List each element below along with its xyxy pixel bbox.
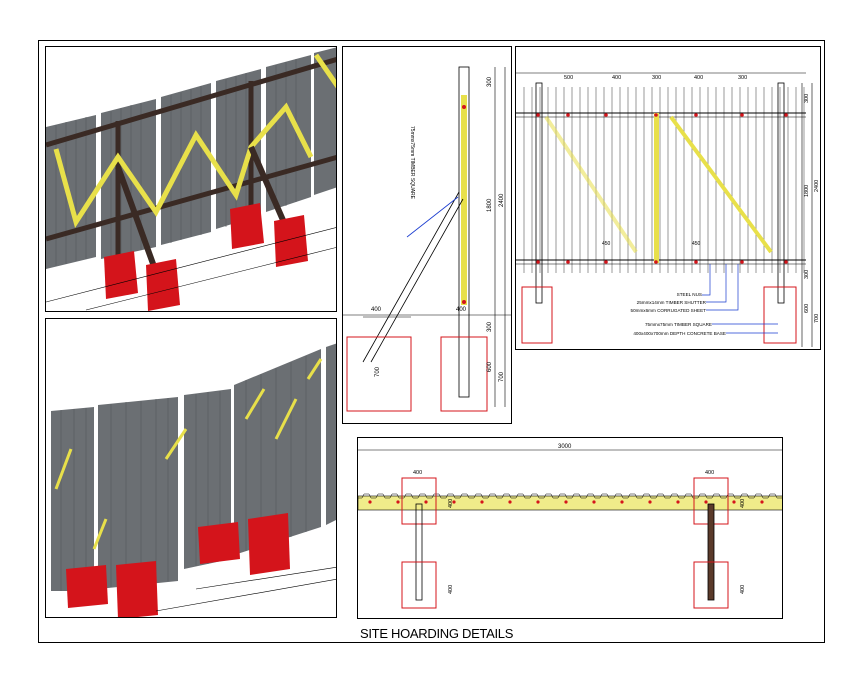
callout-2: 25mmx14mm TIMBER SHUTTER bbox=[637, 300, 707, 305]
dim-base-top: 600 bbox=[487, 361, 493, 372]
ground-dims bbox=[155, 567, 336, 612]
right-dim-3: 300 bbox=[804, 270, 810, 279]
top-dim-2: 400 bbox=[612, 75, 621, 81]
plan-view-drawing: 3000 400 400 400 400 400 400 bbox=[358, 444, 782, 609]
corrugated-sheets bbox=[51, 343, 336, 591]
top-dim-3: 300 bbox=[652, 75, 661, 81]
front-elevation-view: 500 400 300 400 300 300 1800 300 2400 60… bbox=[515, 46, 821, 350]
callout-3: 50mmx6mm CORRUGATED SHEET bbox=[631, 308, 707, 313]
right-dim-1: 300 bbox=[804, 94, 810, 103]
leader-line bbox=[406, 196, 459, 238]
right-dim-6: 700 bbox=[814, 314, 820, 323]
isometric-view-bottom bbox=[45, 318, 337, 618]
right-dim-4: 2400 bbox=[814, 180, 820, 192]
dim-b: 400 bbox=[705, 470, 714, 476]
callout-1: STEEL NUS bbox=[677, 292, 702, 297]
plan-view: 3000 400 400 400 400 400 400 bbox=[357, 437, 783, 619]
left-post bbox=[535, 82, 543, 304]
side-section-drawing: 75mmx75mm TIMBER SQUARE 300 1800 2400 30… bbox=[343, 66, 511, 412]
isometric-top-drawing bbox=[46, 47, 336, 311]
callout-4: 75mmx75mm TIMBER SQUARE bbox=[645, 322, 712, 327]
sheet-lines bbox=[523, 87, 805, 273]
diagonal-brace-right bbox=[669, 115, 773, 254]
steel-nails bbox=[536, 113, 788, 264]
right-post bbox=[777, 82, 785, 304]
timber-label: 75mmx75mm TIMBER SQUARE bbox=[409, 126, 415, 200]
isometric-view-top bbox=[45, 46, 337, 312]
dim-base-height: 700 bbox=[375, 366, 381, 377]
base-top-left bbox=[401, 477, 437, 525]
dim-c: 400 bbox=[448, 499, 454, 508]
nail-marks bbox=[368, 500, 764, 504]
brace-infill bbox=[461, 95, 467, 305]
dim-bottom: 300 bbox=[487, 321, 493, 332]
post-left bbox=[415, 503, 423, 601]
callout-5: 400x400x700mm DEPTH CONCRETE BASE bbox=[633, 331, 726, 336]
top-dim-4: 400 bbox=[694, 75, 703, 81]
diagonal-brace-left bbox=[544, 115, 638, 254]
raking-strut bbox=[362, 191, 460, 363]
sheet-strip bbox=[358, 495, 782, 511]
concrete-base-post bbox=[440, 336, 488, 412]
dim-a: 400 bbox=[413, 470, 422, 476]
concrete-bases bbox=[66, 513, 290, 617]
dim-middle: 1800 bbox=[487, 198, 493, 212]
top-dim-5: 300 bbox=[738, 75, 747, 81]
dim-base-total: 700 bbox=[499, 371, 505, 382]
concrete-base-right bbox=[763, 286, 797, 344]
front-elevation-drawing: 500 400 300 400 300 300 1800 300 2400 60… bbox=[516, 72, 820, 347]
dim-top: 300 bbox=[487, 76, 493, 87]
right-dim-2: 1800 bbox=[804, 185, 810, 197]
dim-e: 400 bbox=[448, 585, 454, 594]
base-bottom-left bbox=[401, 561, 437, 609]
raking-struts bbox=[115, 145, 289, 274]
dim-brace-width: 400 bbox=[371, 307, 382, 313]
dim-d: 400 bbox=[740, 499, 746, 508]
isometric-bottom-drawing bbox=[51, 343, 336, 617]
base-bottom-right bbox=[693, 561, 729, 609]
concrete-base-left bbox=[521, 286, 553, 344]
diagonal-braces bbox=[53, 53, 336, 229]
timber-frame bbox=[46, 56, 336, 257]
top-dim-1: 500 bbox=[564, 75, 573, 81]
brace-label-left: 450 bbox=[602, 241, 611, 247]
timber-post bbox=[458, 66, 470, 398]
side-section-view: 75mmx75mm TIMBER SQUARE 300 1800 2400 30… bbox=[342, 46, 512, 424]
diagonal-braces bbox=[54, 358, 323, 550]
overall-dim: 3000 bbox=[558, 444, 572, 450]
concrete-base-strut bbox=[346, 336, 412, 412]
callout-leaders bbox=[702, 264, 778, 334]
post-right bbox=[707, 503, 715, 601]
right-dim-5: 600 bbox=[804, 304, 810, 313]
ground-dims bbox=[46, 227, 336, 311]
concrete-bases bbox=[104, 203, 308, 311]
brace-label-right: 450 bbox=[692, 241, 701, 247]
drawing-title: SITE HOARDING DETAILS bbox=[360, 626, 514, 641]
corrugation-profile bbox=[358, 493, 782, 499]
dim-base-width: 400 bbox=[456, 307, 467, 313]
dim-f: 400 bbox=[740, 585, 746, 594]
drawing-sheet bbox=[38, 40, 825, 643]
center-post-fill bbox=[654, 113, 659, 263]
dim-overall: 2400 bbox=[499, 193, 505, 207]
